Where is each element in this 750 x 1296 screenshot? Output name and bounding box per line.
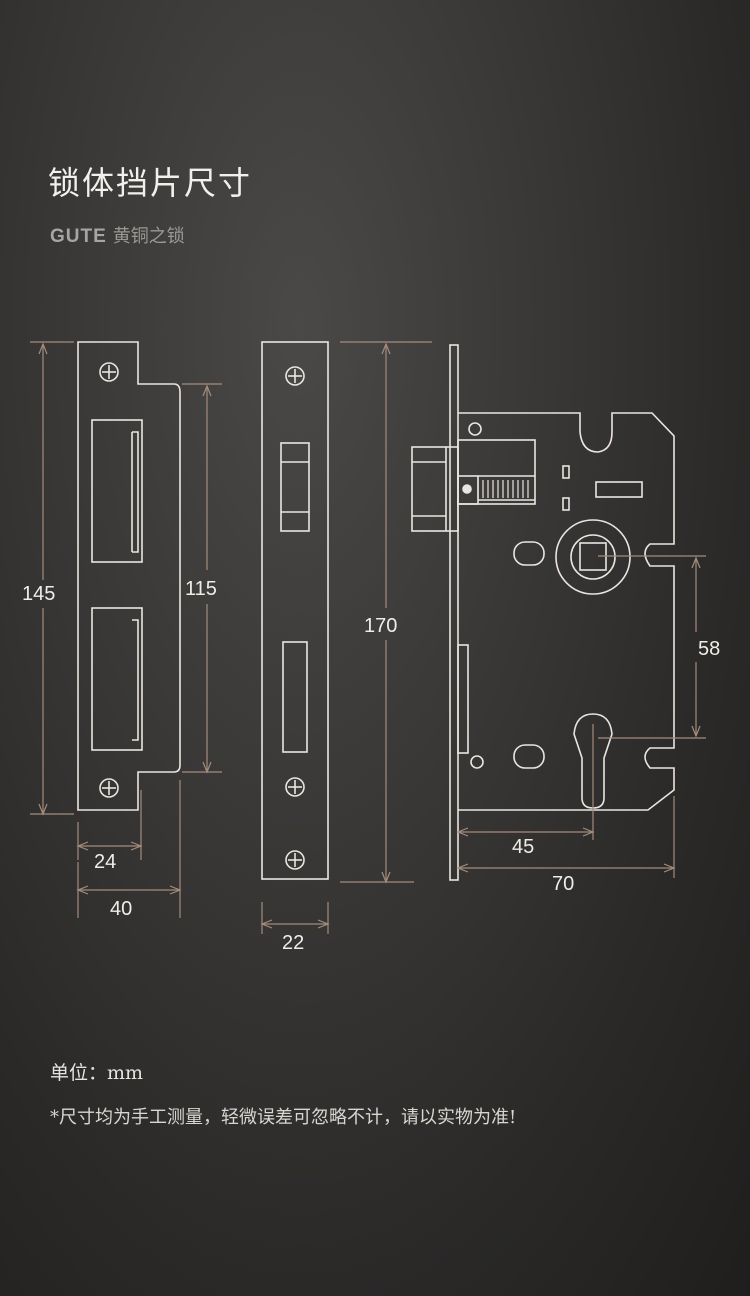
lock-body xyxy=(411,344,675,881)
latch-housing xyxy=(457,439,536,505)
measurement-note: *尺寸均为手工测量，轻微误差可忽略不计，请以实物为准! xyxy=(50,1107,517,1128)
spindle-follower-outer xyxy=(555,519,631,595)
lock-faceplate-side xyxy=(449,344,459,881)
dim-label-22: 22 xyxy=(282,932,304,954)
latch-hole xyxy=(280,442,310,532)
dim-label-145: 145 xyxy=(22,583,55,605)
spring xyxy=(477,480,529,498)
dim-label-45: 45 xyxy=(512,836,534,858)
dim-label-170: 170 xyxy=(364,615,397,637)
dim-label-40: 40 xyxy=(110,898,132,920)
faceplate-screw-1 xyxy=(285,366,305,386)
faceplate-outline xyxy=(261,341,329,880)
latch-pin-block xyxy=(457,475,479,505)
latch-bolt xyxy=(411,446,459,532)
faceplate xyxy=(261,341,329,880)
faceplate-screw-3 xyxy=(285,850,305,870)
strike-upper-opening xyxy=(91,419,143,563)
dim-label-58: 58 xyxy=(698,638,720,660)
lock-case-outline xyxy=(458,412,675,811)
brand: GUTE 黄铜之锁 xyxy=(50,222,185,248)
strike-lower-opening xyxy=(91,607,143,751)
faceplate-screw-2 xyxy=(285,777,305,797)
spindle-follower-inner xyxy=(570,534,616,580)
brand-logo: GUTE xyxy=(50,226,107,247)
unit-label: 单位：mm xyxy=(50,1062,144,1084)
deadbolt-hole xyxy=(282,641,308,753)
page-title: 锁体挡片尺寸 xyxy=(48,164,253,202)
strike-screw-bottom xyxy=(99,778,119,798)
upper-slot xyxy=(595,481,643,498)
strike-screw-top xyxy=(99,362,119,382)
dim-label-115: 115 xyxy=(185,578,217,600)
deadbolt xyxy=(457,644,469,754)
dim-label-24: 24 xyxy=(94,851,116,873)
dim-label-70: 70 xyxy=(552,873,574,895)
brand-slogan: 黄铜之锁 xyxy=(112,226,185,247)
strike-plate-outline xyxy=(77,341,181,811)
strike-plate xyxy=(77,341,181,811)
